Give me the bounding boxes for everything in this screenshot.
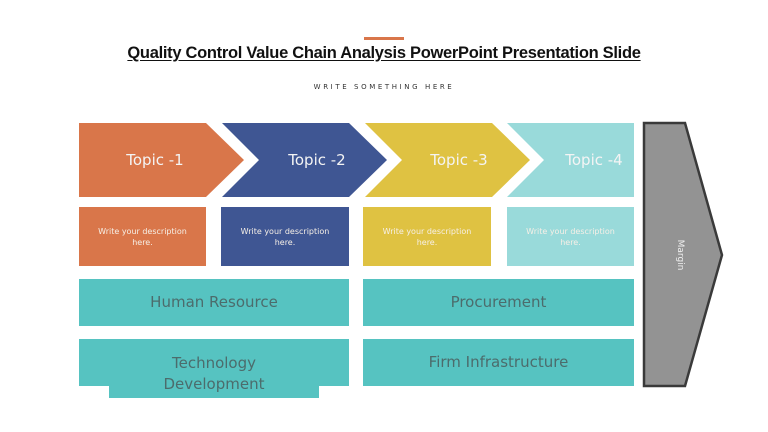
- topic-3-description: Write your description here.: [382, 226, 472, 247]
- topic-2-description-box: [221, 207, 349, 266]
- topic-1-description-box: [79, 207, 206, 266]
- topic-4-label: Topic -4: [565, 151, 623, 169]
- topic-2-chevron: [222, 123, 387, 197]
- topic-3-chevron: [365, 123, 530, 197]
- procurement-box: Procurement: [363, 279, 634, 326]
- margin-label: Margin: [675, 239, 685, 271]
- topic-4-chevron: [507, 123, 634, 197]
- technology-development-box: Technology Development: [79, 339, 349, 393]
- topic-2-label: Topic -2: [288, 151, 346, 169]
- margin-arrow: [642, 121, 724, 388]
- title-accent-line: [364, 37, 404, 40]
- firm-infrastructure-box: Firm Infrastructure: [363, 339, 634, 386]
- topic-4-description-box: [507, 207, 634, 266]
- topic-3-description-box: [363, 207, 491, 266]
- human-resource-box: Human Resource: [79, 279, 349, 326]
- topic-1-arrow: [79, 123, 244, 197]
- topic-2-description: Write your description here.: [240, 226, 330, 247]
- topic-4-description: Write your description here.: [526, 226, 615, 247]
- topic-3-label: Topic -3: [430, 151, 488, 169]
- technology-development-label: Technology Development: [163, 354, 265, 393]
- slide-subtitle: WRITE SOMETHING HERE: [313, 83, 455, 91]
- topic-1-label: Topic -1: [126, 151, 184, 169]
- topic-1-description: Write your description here.: [98, 226, 187, 247]
- slide-title: Quality Control Value Chain Analysis Pow…: [127, 44, 641, 62]
- technology-overflow-band: [109, 385, 319, 398]
